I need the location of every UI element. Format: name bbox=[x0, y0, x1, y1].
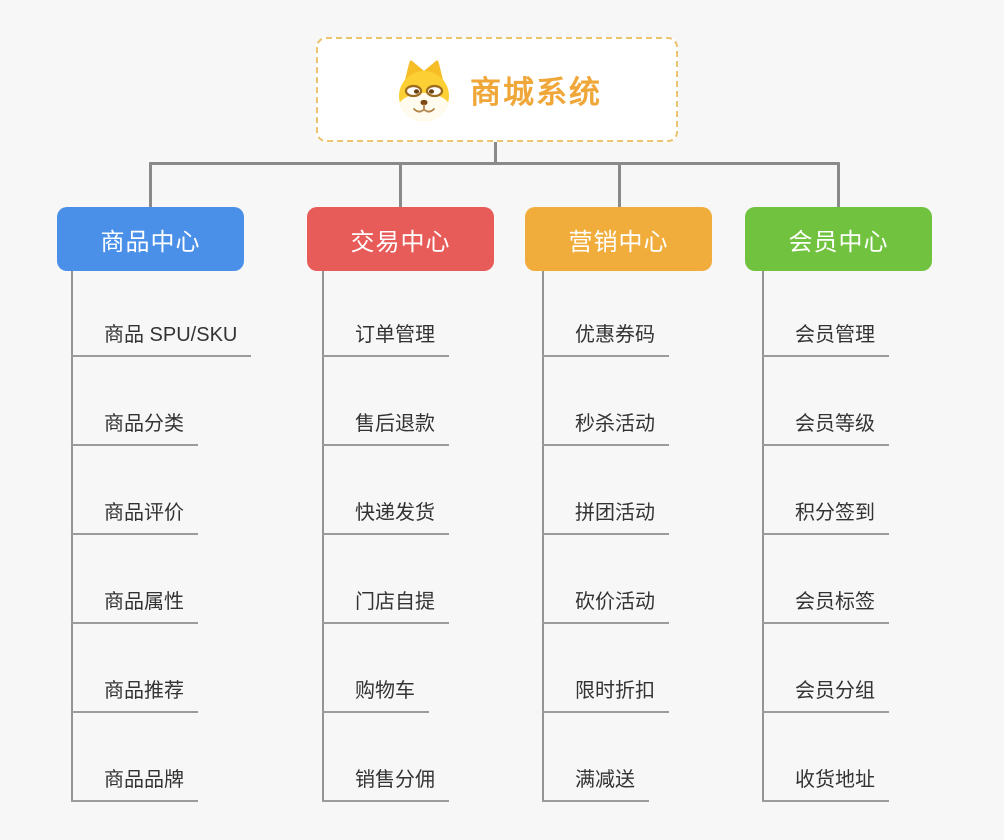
connector-bus bbox=[149, 162, 840, 165]
leaf-item[interactable]: 快递发货 bbox=[322, 499, 449, 535]
branch-node-marketing-center[interactable]: 营销中心 bbox=[525, 207, 712, 271]
leaf-item[interactable]: 商品品牌 bbox=[71, 766, 198, 802]
leaf-item[interactable]: 订单管理 bbox=[322, 321, 449, 357]
connector-root-stem bbox=[494, 140, 497, 165]
leaf-item[interactable]: 会员标签 bbox=[762, 588, 889, 624]
shiba-dog-icon bbox=[399, 60, 449, 121]
branch-node-product-center[interactable]: 商品中心 bbox=[57, 207, 244, 271]
leaf-item[interactable]: 购物车 bbox=[322, 677, 429, 713]
connector-drop-marketing bbox=[618, 162, 621, 208]
leaf-item[interactable]: 优惠券码 bbox=[542, 321, 669, 357]
leaf-item[interactable]: 会员管理 bbox=[762, 321, 889, 357]
leaf-item[interactable]: 售后退款 bbox=[322, 410, 449, 446]
leaf-item[interactable]: 限时折扣 bbox=[542, 677, 669, 713]
leaf-item[interactable]: 满减送 bbox=[542, 766, 649, 802]
leaf-item[interactable]: 商品推荐 bbox=[71, 677, 198, 713]
leaf-item[interactable]: 拼团活动 bbox=[542, 499, 669, 535]
leaf-item[interactable]: 秒杀活动 bbox=[542, 410, 669, 446]
connector-column-marketing bbox=[542, 270, 544, 802]
connector-column-trade bbox=[322, 270, 324, 802]
connector-drop-member bbox=[837, 162, 840, 208]
leaf-item[interactable]: 销售分佣 bbox=[322, 766, 449, 802]
leaf-item[interactable]: 商品分类 bbox=[71, 410, 198, 446]
leaf-item[interactable]: 会员等级 bbox=[762, 410, 889, 446]
leaf-item[interactable]: 商品 SPU/SKU bbox=[71, 321, 252, 357]
leaf-item[interactable]: 砍价活动 bbox=[542, 588, 669, 624]
connector-column-member bbox=[762, 270, 764, 802]
leaf-item[interactable]: 门店自提 bbox=[322, 588, 449, 624]
root-title: 商城系统 bbox=[470, 75, 602, 110]
connector-drop-product bbox=[149, 162, 152, 208]
branch-node-trade-center[interactable]: 交易中心 bbox=[307, 207, 494, 271]
connector-column-product bbox=[71, 270, 73, 802]
leaf-item[interactable]: 积分签到 bbox=[762, 499, 889, 535]
leaf-item[interactable]: 会员分组 bbox=[762, 677, 889, 713]
leaf-item[interactable]: 收货地址 bbox=[762, 766, 889, 802]
leaf-item[interactable]: 商品属性 bbox=[71, 588, 198, 624]
branch-node-member-center[interactable]: 会员中心 bbox=[745, 207, 932, 271]
root-node[interactable]: 商城系统 bbox=[316, 37, 678, 142]
connector-drop-trade bbox=[399, 162, 402, 208]
leaf-item[interactable]: 商品评价 bbox=[71, 499, 198, 535]
